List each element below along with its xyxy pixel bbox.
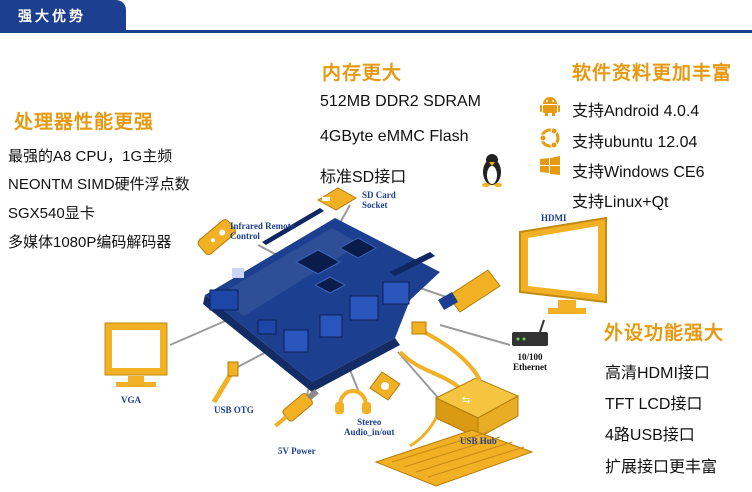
- line-vga: [169, 317, 233, 346]
- memory-heading: 内存更大: [322, 63, 403, 84]
- label-ethernet: 10/100 Ethernet: [513, 352, 547, 372]
- port-ethernet: [382, 281, 410, 305]
- section-title: 强大优势: [18, 8, 86, 24]
- port-power: [283, 329, 309, 353]
- svg-text:⇆: ⇆: [462, 395, 470, 406]
- software-item: 支持Windows CE6: [572, 164, 705, 181]
- peripheral-item: 高清HDMI接口: [605, 365, 710, 382]
- software-heading: 软件资料更加丰富: [572, 63, 733, 84]
- usb-plug: [411, 321, 482, 382]
- ir-remote: [197, 219, 237, 256]
- memory-item: 512MB DDR2 SDRAM: [320, 93, 481, 110]
- board-edge-2: [312, 338, 400, 392]
- ubuntu-icon: [539, 127, 561, 154]
- label-hdmi: HDMI: [541, 213, 567, 223]
- usb-hub-box: ⇆: [434, 377, 520, 439]
- processor-item: NEONTM SIMD硬件浮点数: [8, 176, 190, 193]
- chip-ram: [338, 237, 378, 259]
- memory-item: 4GByte eMMC Flash: [320, 128, 469, 145]
- software-item: 支持ubuntu 12.04: [572, 134, 698, 151]
- label-stereo-audio: Stereo Audio_in/out: [344, 417, 395, 437]
- processor-item: 多媒体1080P编码解码器: [8, 234, 172, 251]
- header-rule: [0, 30, 752, 33]
- peripheral-heading: 外设功能强大: [604, 323, 725, 344]
- ethernet-router: [512, 319, 548, 346]
- peripheral-item: TFT LCD接口: [605, 396, 703, 413]
- label-usb-otg: USB OTG: [214, 405, 254, 415]
- processor-item: SGX540显卡: [8, 205, 95, 222]
- vga-monitor: [104, 322, 168, 387]
- peripheral-item: 4路USB接口: [605, 427, 695, 444]
- peripheral-item: 扩展接口更丰富: [605, 459, 718, 476]
- linux-tux: [482, 154, 502, 187]
- board-pcb: [205, 218, 440, 382]
- software-item: 支持Linux+Qt: [572, 194, 669, 211]
- line-usb-hub: [397, 351, 441, 401]
- hdmi-monitor: [519, 216, 607, 314]
- processor-heading: 处理器性能更强: [14, 112, 155, 133]
- port-usb: [349, 295, 379, 321]
- memory-item: 标准SD接口: [320, 169, 407, 186]
- label-usb-hub: USB Hub: [460, 436, 497, 446]
- header-pins: [262, 208, 324, 245]
- chip-pmic: [313, 276, 347, 294]
- software-item: 支持Android 4.0.4: [572, 103, 700, 120]
- android-icon: [540, 94, 560, 121]
- windows-icon: [538, 155, 562, 182]
- beagleboard: [203, 208, 440, 392]
- label-5v-power: 5V Power: [278, 446, 316, 456]
- port-vga: [209, 289, 239, 311]
- usb-stick: [369, 350, 462, 401]
- sd-card: [317, 187, 357, 211]
- port-audio: [319, 314, 343, 338]
- hdmi-connector: [438, 269, 501, 313]
- label-sd-card: SD Card Socket: [362, 190, 396, 210]
- keyboard: [374, 417, 534, 487]
- line-ethernet: [439, 324, 511, 346]
- chip-cpu: [294, 249, 342, 275]
- headset: [335, 389, 371, 414]
- board-edge: [203, 295, 312, 392]
- header-pins-2: [390, 252, 435, 276]
- section-tab: 强大优势: [0, 0, 126, 31]
- usb-otg-cable: [211, 361, 239, 404]
- ir-receiver: [232, 268, 244, 278]
- label-vga: VGA: [121, 395, 141, 405]
- power-plug: [274, 388, 319, 428]
- label-infrared-remote: Infrared Remote Control: [230, 221, 295, 241]
- processor-item: 最强的A8 CPU，1G主频: [8, 148, 173, 165]
- port-usb-otg: [257, 319, 277, 335]
